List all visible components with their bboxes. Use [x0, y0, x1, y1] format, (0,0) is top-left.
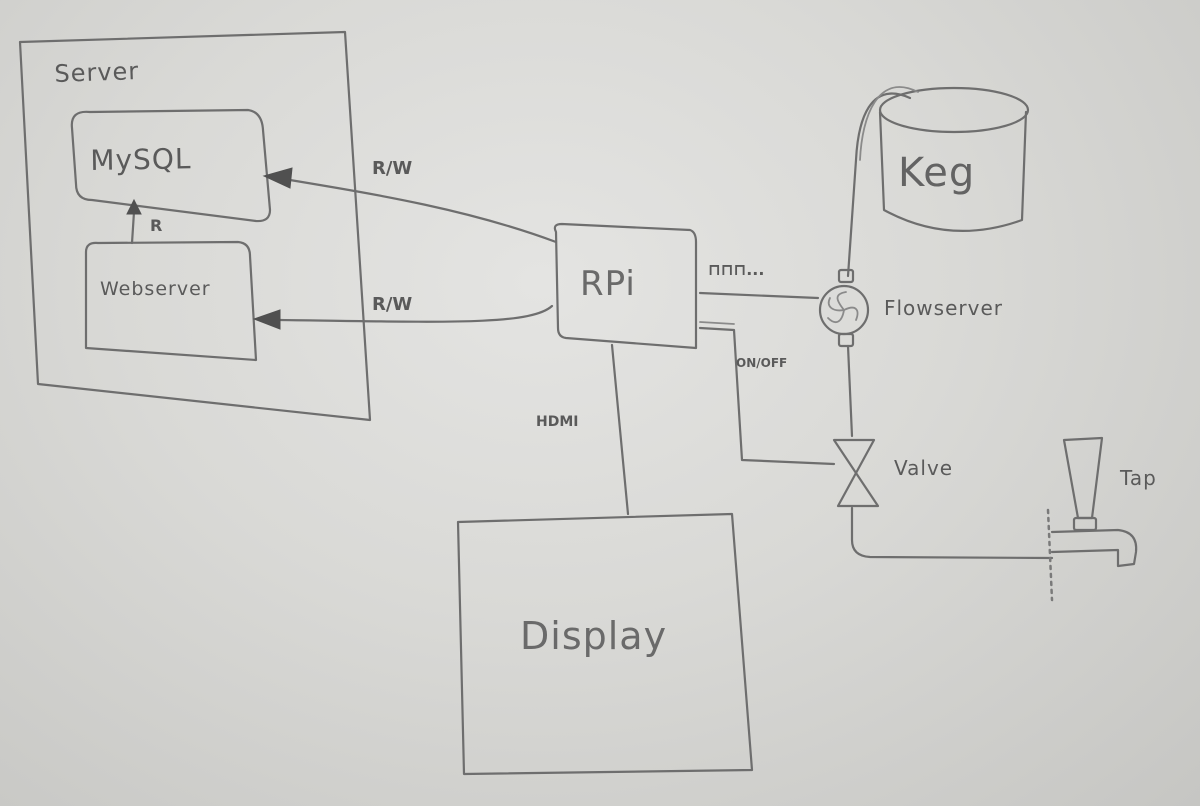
rpi-to-webserver-line	[278, 304, 554, 323]
rpi-to-mysql-arrowhead	[262, 167, 293, 189]
server-label: Server	[54, 57, 140, 88]
edge-label-rpi-to-webserver: R/W	[372, 294, 413, 315]
flowsensor-bottom-cap	[837, 332, 855, 348]
flowsensor-top-cap	[837, 268, 855, 284]
valve-label: Valve	[894, 456, 954, 480]
flowsensor-impeller-icon	[827, 291, 859, 324]
tap-wall	[1046, 508, 1054, 602]
edge-label-rpi-to-valve: ON/OFF	[736, 356, 788, 370]
flow-to-valve-pipe	[846, 344, 854, 438]
webserver-box	[84, 240, 258, 362]
rpi-box	[553, 222, 698, 350]
valve-icon	[832, 438, 880, 508]
tap-spout	[1050, 528, 1138, 568]
server-box	[18, 30, 372, 422]
keg-top	[878, 86, 1030, 134]
webserver-label: Webserver	[100, 278, 211, 300]
rpi-label: RPi	[580, 264, 636, 304]
rpi-to-valve-line-top	[699, 321, 735, 325]
keg-pipe-inner	[859, 86, 919, 161]
mysql-box	[70, 108, 272, 223]
rpi-to-valve-line	[698, 326, 836, 466]
edge-label-rpi-to-mysql: R/W	[372, 158, 413, 179]
flowsensor-label: Flowserver	[884, 296, 1003, 320]
tap-label: Tap	[1120, 466, 1157, 490]
valve-to-tap-pipe	[850, 506, 1054, 560]
keg-body	[878, 110, 1028, 232]
edge-label-web-to-mysql: R	[150, 216, 163, 235]
keg-pipe	[846, 92, 912, 278]
rpi-to-mysql-line	[288, 178, 558, 244]
tap-handle	[1062, 436, 1104, 520]
display-label: Display	[520, 614, 668, 658]
keg-label: Keg	[898, 150, 976, 196]
edge-label-rpi-to-display: HDMI	[536, 414, 579, 430]
rpi-to-webserver-arrowhead	[252, 309, 281, 330]
display-box	[456, 512, 754, 776]
web-to-mysql-arrowhead	[126, 198, 142, 215]
edge-label-rpi-to-flowsensor: ⊓⊓⊓...	[708, 260, 765, 279]
rpi-to-display-line	[610, 343, 630, 516]
tap-collar	[1072, 516, 1098, 532]
web-to-mysql-arrow	[130, 210, 136, 245]
rpi-to-flowsensor-line	[698, 291, 820, 300]
mysql-label: MySQL	[90, 142, 192, 177]
